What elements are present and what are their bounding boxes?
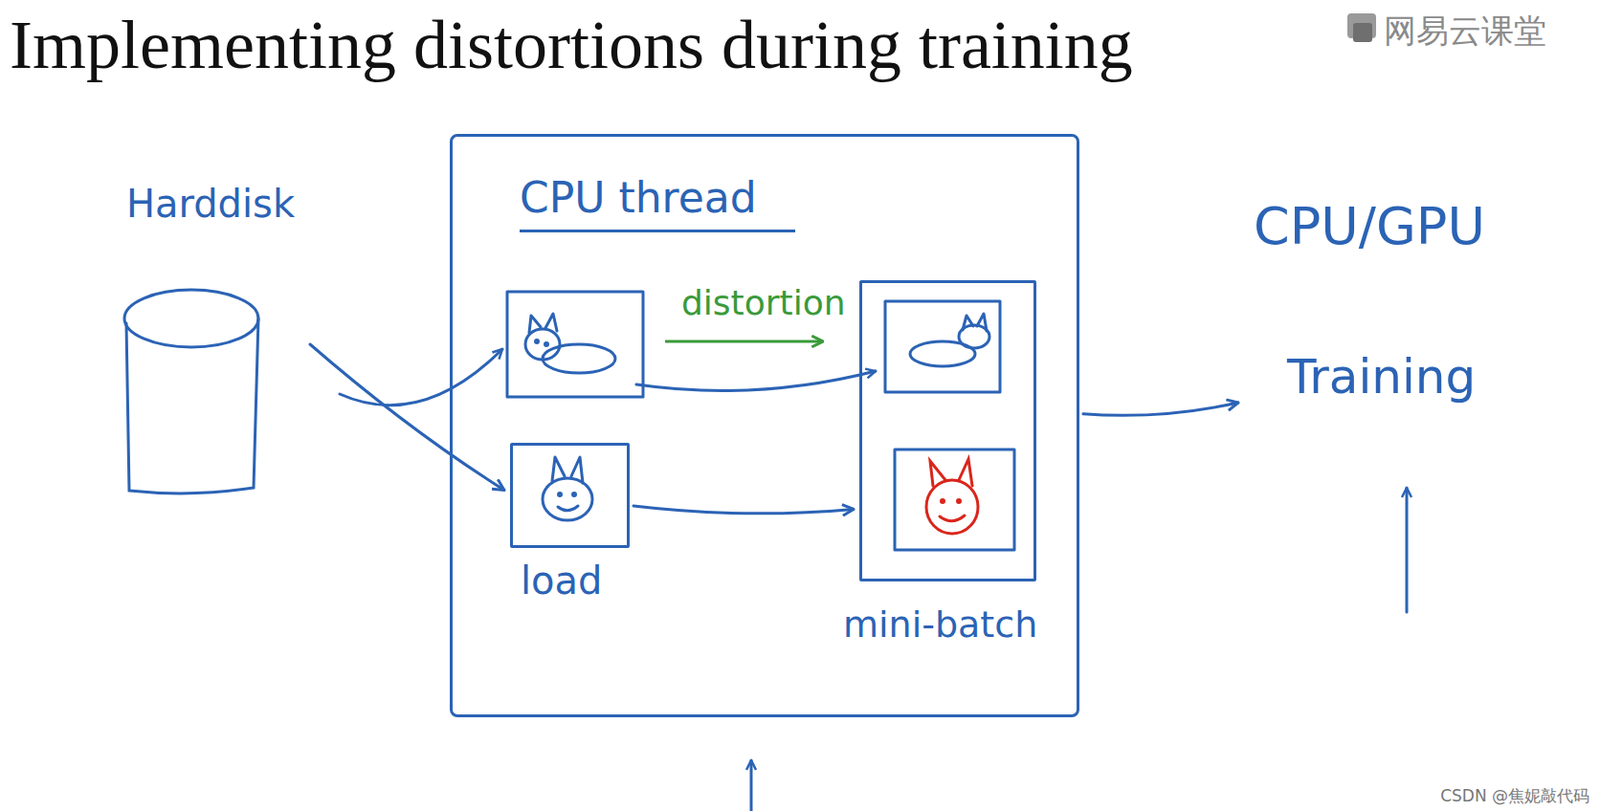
pointer-arrow <box>750 760 754 811</box>
node-label: load <box>520 558 603 603</box>
distortion-arrow <box>665 340 823 344</box>
image-frame <box>507 291 644 398</box>
cat-sketch <box>542 457 593 521</box>
watermark: CSDN @焦妮敲代码 <box>1437 785 1593 808</box>
device-node: CPU/GPU Training <box>1244 196 1503 455</box>
image-frame <box>894 449 1015 551</box>
node-label: CPU thread <box>519 173 796 233</box>
connector-arrow <box>1083 402 1239 416</box>
node-label: Harddisk <box>114 181 307 226</box>
diagram-title: Implementing distortions during training <box>9 5 1134 86</box>
distortion-label: distortion <box>681 283 846 323</box>
distorted-cat <box>926 459 978 534</box>
batch-arrow <box>636 371 876 391</box>
node-sublabel: Training <box>1287 349 1476 405</box>
thread-box: CPU thread load mini-batch <box>449 133 1080 718</box>
disk-cylinder <box>119 285 302 506</box>
image-box: mini-batch <box>859 280 1037 582</box>
cat-sketch <box>525 313 616 374</box>
connector-arrow <box>633 506 854 514</box>
image-frame <box>885 301 1000 393</box>
watermark: 网易云课堂 <box>1383 9 1547 54</box>
disk-node: Harddisk <box>114 181 307 508</box>
connector-arrow <box>310 344 505 491</box>
image-box: load <box>510 443 630 549</box>
load-arrow <box>339 349 503 406</box>
pointer-arrow <box>1405 488 1409 613</box>
node-label: CPU/GPU <box>1253 196 1486 257</box>
watermark-icon <box>1347 13 1377 43</box>
cat-sketch <box>910 313 990 367</box>
node-label: mini-batch <box>843 603 1038 646</box>
